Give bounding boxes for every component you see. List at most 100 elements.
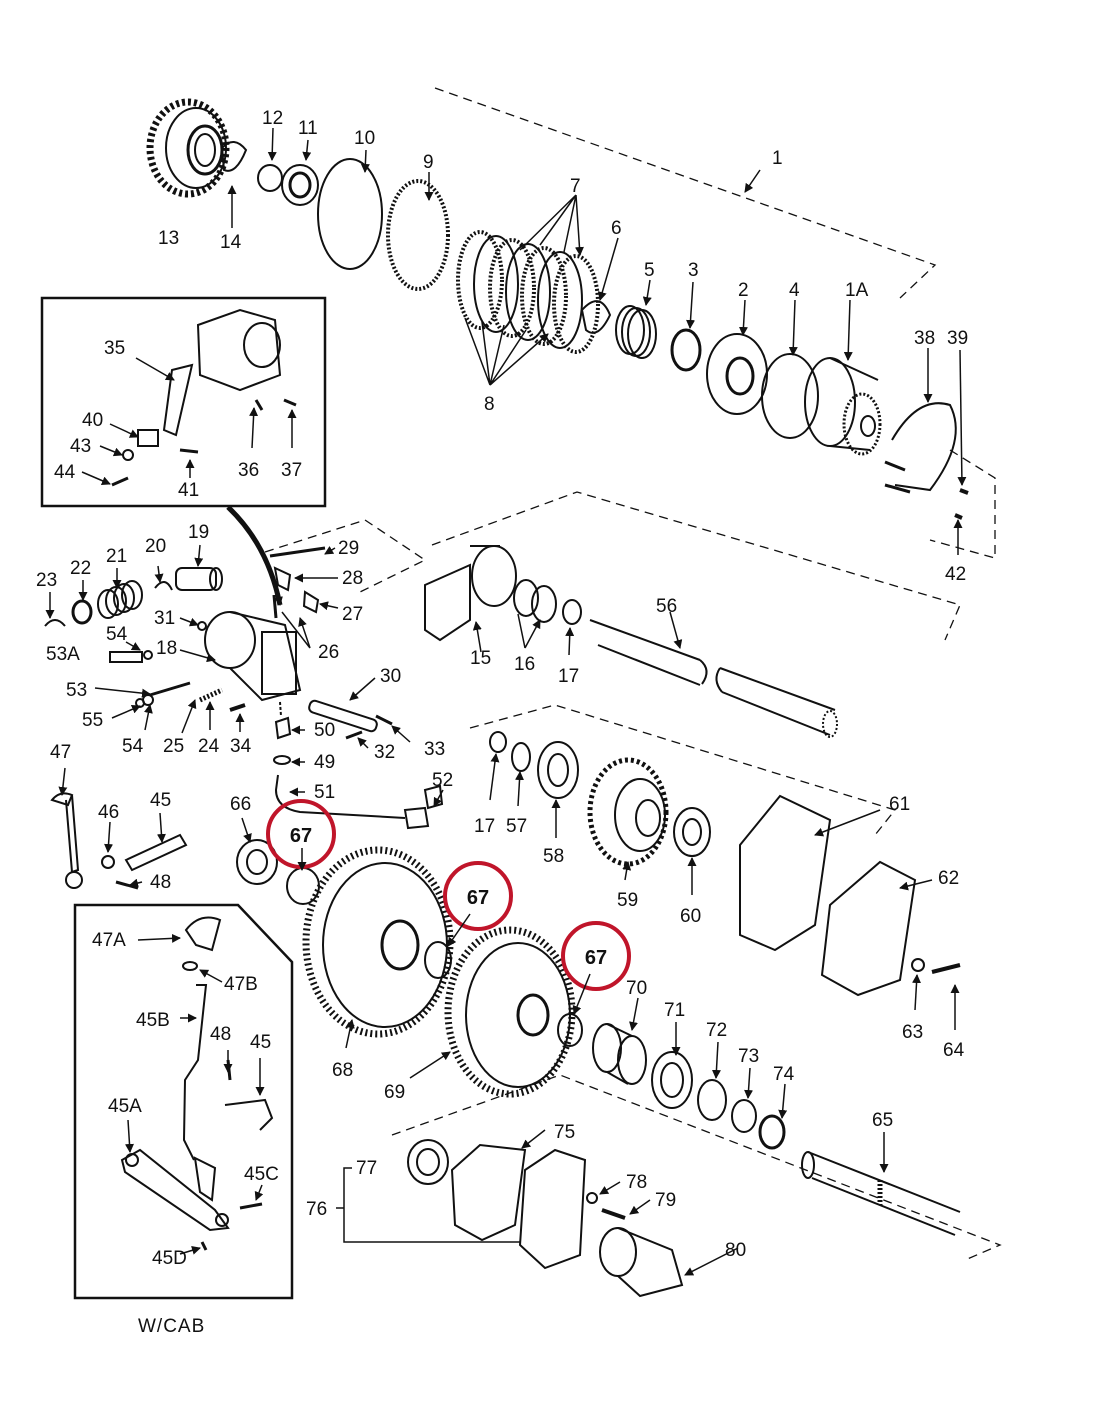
washer-22 <box>71 599 93 625</box>
label-40: 40 <box>82 410 103 431</box>
label-45-cab: 45 <box>250 1032 271 1053</box>
label-48: 48 <box>150 872 171 893</box>
bearing-60 <box>673 807 711 857</box>
label-50: 50 <box>314 720 335 741</box>
label-51: 51 <box>314 782 335 803</box>
housing-15 <box>424 545 517 642</box>
spring-6 <box>580 300 612 334</box>
inset-screw-44 <box>111 476 129 487</box>
snap-ring-74 <box>758 1114 786 1150</box>
inset-valve-body <box>196 308 282 392</box>
bolt-53A <box>109 651 143 663</box>
shaft-45 <box>124 833 188 872</box>
highlight-67-left: 67 <box>266 799 336 871</box>
label-22: 22 <box>70 558 91 579</box>
gear-69 <box>444 926 576 1098</box>
gasket-61 <box>739 794 832 952</box>
caption-w-cab: W/CAB <box>138 1316 205 1337</box>
pin-39 <box>959 488 969 495</box>
bolt-64 <box>931 963 961 974</box>
part-labels: 1 1A 2 3 4 5 6 7 8 9 10 11 12 13 14 15 1… <box>36 108 968 1269</box>
cab-link <box>193 1156 217 1202</box>
label-69: 69 <box>384 1082 405 1103</box>
pin-33 <box>375 714 393 726</box>
bearing-71 <box>651 1051 693 1109</box>
cab-variant-box <box>73 903 294 1300</box>
label-74: 74 <box>773 1064 795 1085</box>
cab-knob-47A <box>184 916 222 952</box>
label-13: 13 <box>158 228 179 249</box>
label-52: 52 <box>432 770 453 791</box>
pin-32 <box>345 730 363 740</box>
label-21: 21 <box>106 546 127 567</box>
washer-49 <box>273 755 291 765</box>
label-29: 29 <box>338 538 359 559</box>
label-19: 19 <box>188 522 209 543</box>
drum-1A <box>804 357 882 456</box>
label-1: 1 <box>772 148 783 169</box>
label-3: 3 <box>688 260 699 281</box>
spacer-67-right <box>557 1013 583 1047</box>
rear-cover-assembly <box>336 1139 684 1298</box>
label-45C: 45C <box>244 1164 279 1185</box>
tube-51 <box>274 774 406 819</box>
ring-72 <box>697 1079 727 1121</box>
label-16: 16 <box>514 654 535 675</box>
label-64: 64 <box>943 1040 965 1061</box>
fitting-50 <box>274 701 292 740</box>
output-shaft-65 <box>801 1151 961 1236</box>
snap-ring-17-bottom <box>489 731 507 753</box>
label-49: 49 <box>314 752 335 773</box>
ring-55 <box>135 698 145 708</box>
label-55: 55 <box>82 710 103 731</box>
label-45B: 45B <box>136 1010 170 1031</box>
part-28 <box>273 566 292 592</box>
label-44: 44 <box>54 462 76 483</box>
label-45: 45 <box>150 790 171 811</box>
label-26: 26 <box>318 642 339 663</box>
label-1A: 1A <box>845 280 869 301</box>
cab-rod-45B <box>182 984 208 1161</box>
label-32: 32 <box>374 742 395 763</box>
label-6: 6 <box>611 218 622 239</box>
label-59: 59 <box>617 890 638 911</box>
label-15: 15 <box>470 648 491 669</box>
label-23: 23 <box>36 570 57 591</box>
clutch-hub-13 <box>146 98 230 198</box>
drive-gears <box>236 839 961 1236</box>
label-39: 39 <box>947 328 968 349</box>
cab-pin-45D <box>200 1241 208 1251</box>
pin-42 <box>954 513 963 520</box>
label-41: 41 <box>178 480 199 501</box>
part-27 <box>302 590 320 614</box>
snap-ring-14 <box>220 141 248 172</box>
label-38: 38 <box>914 328 935 349</box>
label-54-top: 54 <box>106 624 128 645</box>
highlight-67-right: 67 <box>561 921 631 1015</box>
label-70: 70 <box>626 978 647 999</box>
label-47A: 47A <box>92 930 126 951</box>
shaft-56 <box>589 619 838 738</box>
plunger-30 <box>308 699 378 733</box>
ring-10 <box>317 158 383 270</box>
label-80: 80 <box>725 1240 746 1261</box>
highlight-67-middle: 67 <box>443 861 513 947</box>
washer-63 <box>911 958 925 972</box>
inset-detail-box <box>40 296 327 508</box>
label-62: 62 <box>938 868 959 889</box>
washer-78 <box>586 1192 598 1204</box>
label-9: 9 <box>423 152 434 173</box>
label-5: 5 <box>644 260 655 281</box>
label-10: 10 <box>354 128 375 149</box>
inset-lever-35 <box>162 363 194 437</box>
snap-ring-20 <box>154 581 173 591</box>
leader-lines <box>45 127 967 1276</box>
highlight-67-left-label: 67 <box>290 825 312 847</box>
valve-housing-18 <box>204 611 302 702</box>
cover-62 <box>820 860 917 997</box>
label-73: 73 <box>738 1046 759 1067</box>
label-72: 72 <box>706 1020 727 1041</box>
spring-21 <box>97 580 143 619</box>
ring-57 <box>511 742 531 772</box>
